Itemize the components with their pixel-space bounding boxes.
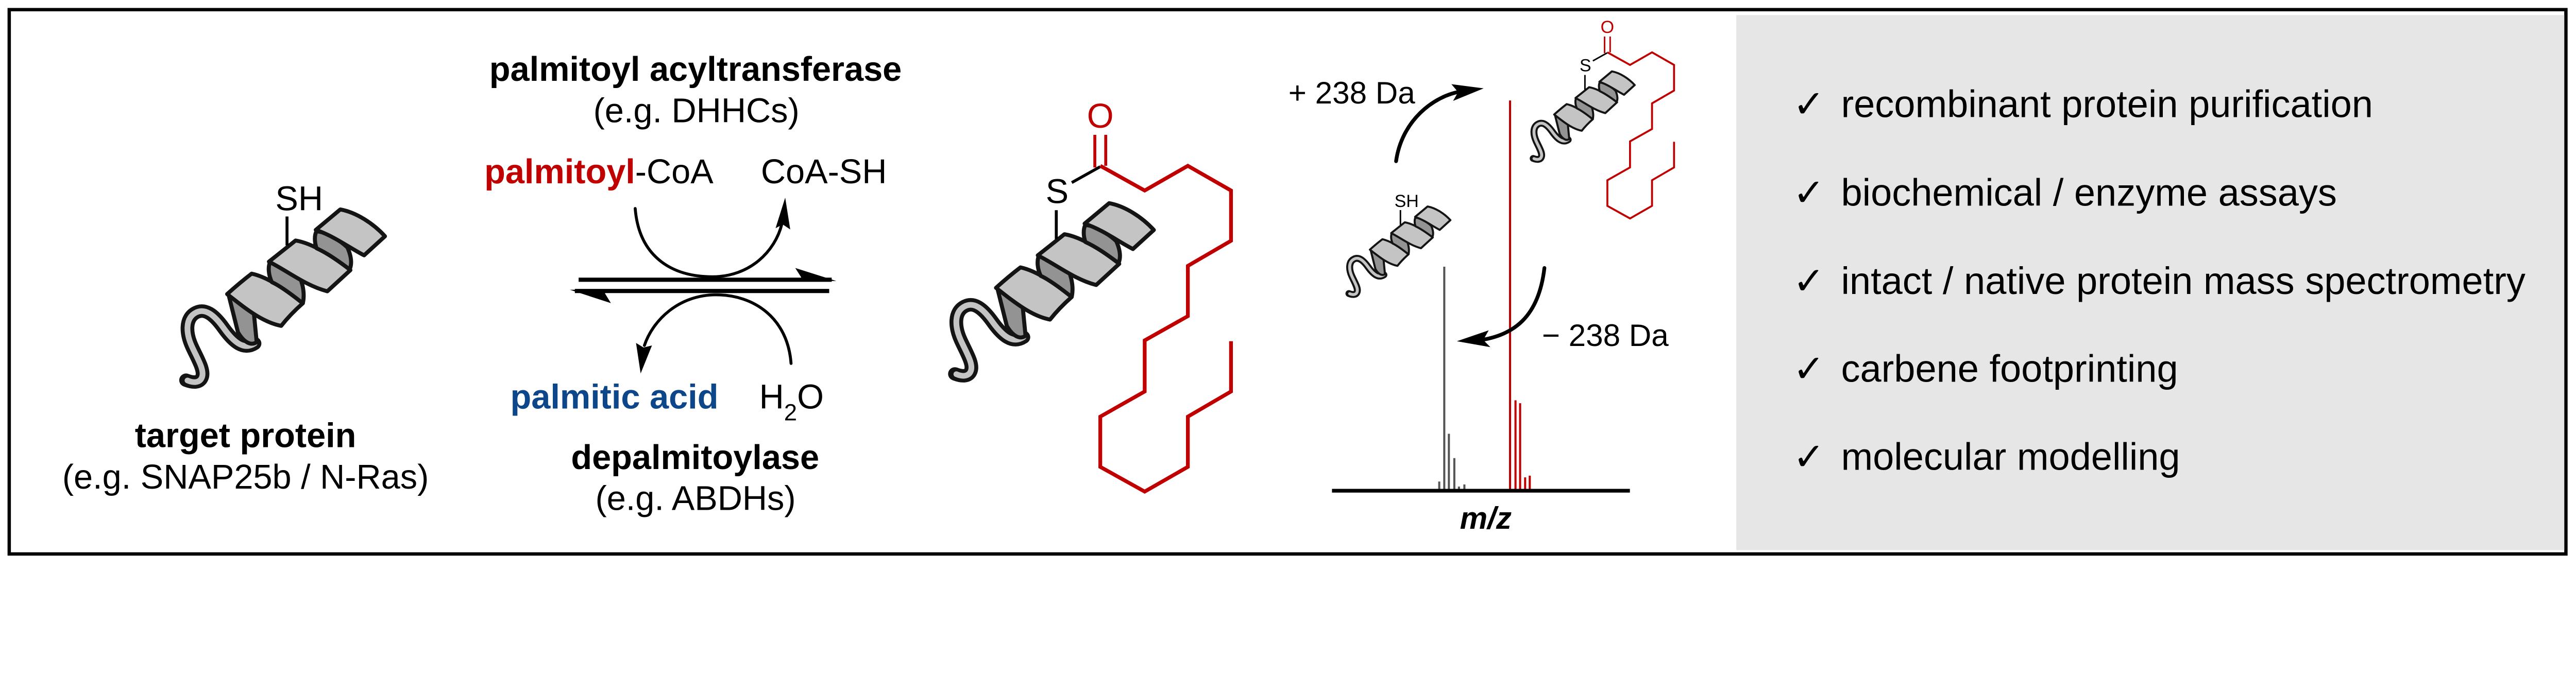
sulfur-label: S <box>1046 172 1069 211</box>
thioester-bond <box>1592 52 1608 62</box>
reverse-curved-arrow <box>636 293 793 374</box>
mass-loss-arrow <box>1456 266 1547 348</box>
mass-gain-label: + 238 Da <box>1289 76 1415 110</box>
method-item: ✓ recombinant protein purification <box>1793 82 2373 127</box>
mass-gain-arrow <box>1394 84 1484 163</box>
method-label: recombinant protein purification <box>1841 83 2372 126</box>
thiol-label: SH <box>275 180 323 218</box>
water-o: O <box>797 378 824 417</box>
palmitoylated-protein: S O <box>955 97 1233 494</box>
check-icon: ✓ <box>1793 82 1825 127</box>
small-oxygen-label: O <box>1601 18 1614 37</box>
methods-checklist: ✓ recombinant protein purification ✓ bioche… <box>1793 82 2526 479</box>
check-icon: ✓ <box>1793 259 1825 303</box>
small-sulfur-label: S <box>1580 56 1591 76</box>
water-h: H <box>759 378 784 417</box>
mass-loss-label: − 238 Da <box>1542 318 1669 353</box>
coa-sh-label: CoA-SH <box>761 153 887 191</box>
mz-axis-label: m/z <box>1460 501 1512 535</box>
thioester-bond <box>1071 165 1101 184</box>
methods-panel <box>1736 15 2565 550</box>
method-item: ✓ carbene footprinting <box>1793 347 2178 391</box>
check-icon: ✓ <box>1793 435 1825 479</box>
small-palmitoylated-protein: S O <box>1533 18 1675 220</box>
method-label: biochemical / enzyme assays <box>1841 171 2336 214</box>
small-unmodified-protein: SH <box>1349 192 1450 294</box>
forward-curved-arrow <box>634 197 790 279</box>
palmitoyl-coa-label: palmitoyl-CoA <box>484 153 714 191</box>
water-label: H2O <box>759 378 824 426</box>
palmitoyl-highlight: palmitoyl <box>484 153 635 191</box>
arrowhead-icon <box>636 343 652 374</box>
method-item: ✓ intact / native protein mass spectromet… <box>1793 259 2526 303</box>
palmitoyl-chain <box>1098 163 1233 494</box>
palmitoyl-chain <box>1606 51 1675 220</box>
graphical-abstract: SH target protein (e.g. SNAP25b / N-Ras)… <box>7 8 2568 556</box>
check-icon: ✓ <box>1793 347 1825 391</box>
arrowhead-icon <box>1451 84 1484 101</box>
method-label: carbene footprinting <box>1841 348 2178 390</box>
water-subscript: 2 <box>784 400 797 426</box>
coa-suffix: -CoA <box>635 153 714 191</box>
method-label: molecular modelling <box>1841 435 2180 478</box>
oxygen-label: O <box>1087 97 1114 135</box>
forward-enzyme-label: palmitoyl acyltransferase <box>489 50 902 89</box>
check-icon: ✓ <box>1793 170 1825 215</box>
target-protein-helix: SH <box>186 180 385 382</box>
method-label: intact / native protein mass spectrometr… <box>1841 259 2525 302</box>
arrowhead-icon <box>1456 330 1490 348</box>
forward-enzyme-example: (e.g. DHHCs) <box>594 92 800 130</box>
arrowhead-icon <box>775 197 790 230</box>
mass-spectrum: m/z <box>1332 100 1630 535</box>
target-protein-title: target protein <box>135 417 357 455</box>
method-item: ✓ biochemical / enzyme assays <box>1793 170 2337 215</box>
method-item: ✓ molecular modelling <box>1793 435 2180 479</box>
reverse-enzyme-example: (e.g. ABDHs) <box>596 480 796 518</box>
reverse-enzyme-label: depalmitoylase <box>571 439 819 477</box>
spectrum-peaks <box>1438 100 1531 491</box>
target-protein-example: (e.g. SNAP25b / N-Ras) <box>62 458 429 496</box>
forward-arrowhead-icon <box>795 268 837 281</box>
palmitic-acid-label: palmitic acid <box>511 378 719 417</box>
small-thiol-label: SH <box>1395 192 1419 211</box>
